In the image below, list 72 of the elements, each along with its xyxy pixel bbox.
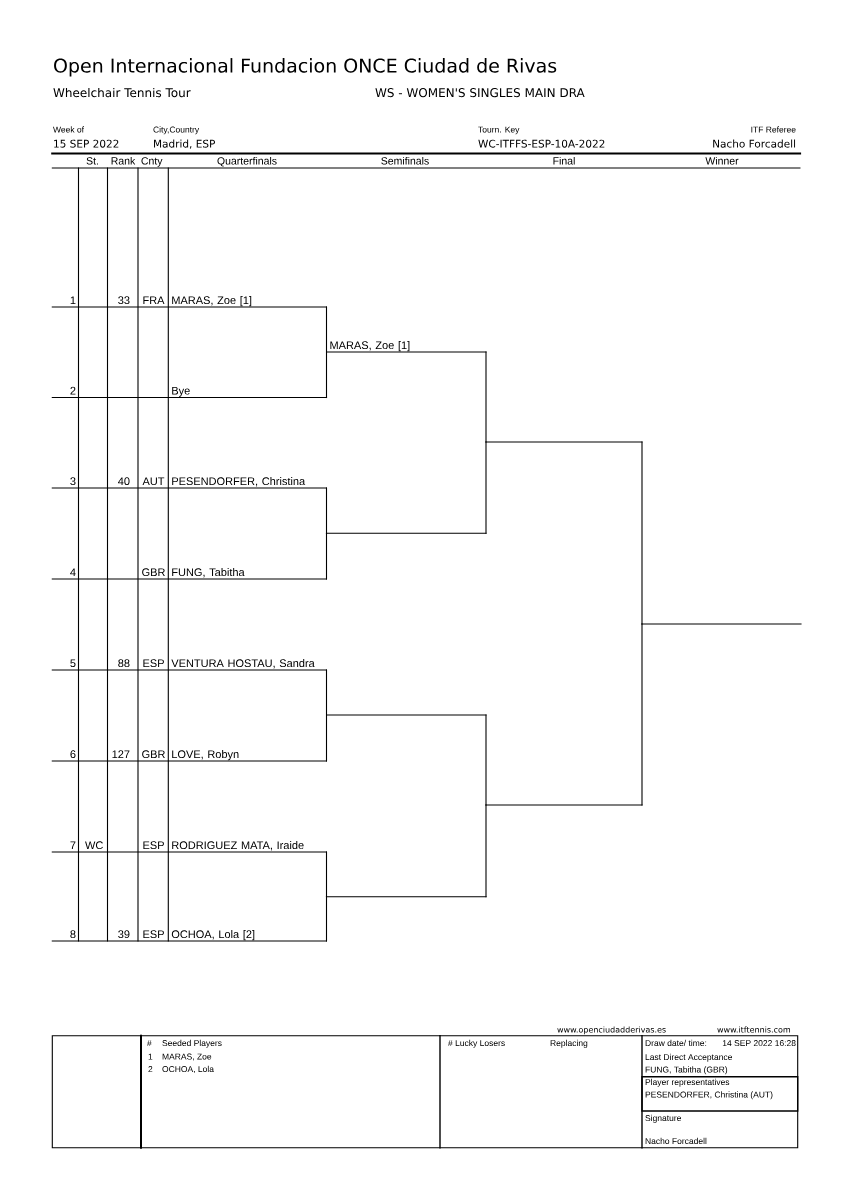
ranking: 127 — [112, 750, 130, 758]
draw-position: 8 — [70, 930, 76, 939]
table-heading: Seeded Players — [162, 1039, 222, 1048]
country-code: ESP — [143, 930, 164, 939]
field-label: Player representatives — [645, 1078, 730, 1087]
field-value: Madrid, ESP — [154, 139, 215, 149]
seed-number: 2 — [148, 1066, 153, 1072]
bracket-connector — [325, 532, 328, 580]
bracket-connector — [325, 351, 328, 399]
bracket-connector — [485, 714, 487, 806]
ranking: 88 — [118, 659, 130, 668]
field-label: Draw date/ time: — [645, 1039, 707, 1047]
field-value: 14 SEP 2022 16:28 — [722, 1040, 796, 1047]
column-header: Winner — [705, 156, 739, 165]
title: Open Internacional Fundacion ONCE Ciudad de Rivas — [54, 58, 557, 77]
country-code: ESP — [143, 659, 164, 668]
bracket-connector — [325, 851, 328, 898]
table-heading: # — [147, 1040, 152, 1046]
ranking: 39 — [118, 930, 130, 939]
table-cell: MARAS, Zoe — [162, 1053, 212, 1061]
draw-position: 2 — [70, 386, 76, 395]
web-address: www.itftennis.com — [717, 1026, 790, 1033]
field-label: City,Country — [153, 126, 200, 135]
country-code: GBR — [142, 568, 165, 577]
column-header: Rank — [111, 156, 136, 165]
field-value: WC-ITFFS-ESP-10A-2022 — [478, 139, 605, 148]
column-header: Semifinals — [381, 156, 429, 165]
draw-position: 7 — [70, 841, 76, 849]
column-header: St. — [86, 157, 98, 165]
field-label: Last Direct Acceptance — [645, 1053, 732, 1062]
bracket-connector — [485, 351, 487, 443]
country-code: ESP — [143, 841, 164, 850]
table-heading: # Lucky Losers — [448, 1039, 505, 1048]
bracket-connector — [641, 623, 643, 806]
entry-status: WC — [85, 841, 103, 850]
column-header: Final — [553, 156, 575, 165]
bracket-connector — [325, 487, 328, 534]
country-code: AUT — [142, 477, 165, 486]
field-label: Week of — [53, 126, 84, 133]
field-value: Nacho Forcadell — [713, 139, 796, 148]
bracket-connector — [641, 441, 643, 625]
bracket-connector — [325, 306, 328, 353]
bracket-connector — [485, 804, 487, 898]
field-label: ITF Referee — [751, 126, 796, 133]
seed-number: 1 — [148, 1053, 153, 1060]
field-value: 15 SEP 2022 — [54, 139, 119, 148]
country-code: FRA — [143, 296, 165, 304]
draw-position: 1 — [70, 296, 76, 304]
field-label: Tourn. Key — [478, 126, 520, 135]
column-header: Cnty — [141, 157, 163, 167]
field-label: Signature — [645, 1114, 681, 1123]
bracket-slot: MARAS, Zoe [1] — [325, 341, 487, 353]
bracket-connector — [325, 896, 328, 942]
subtitle: WS - WOMEN'S SINGLES MAIN DRA — [375, 88, 585, 98]
field-value: FUNG, Tabitha (GBR) — [645, 1066, 728, 1075]
field-value: Nacho Forcadell — [645, 1137, 707, 1145]
subtitle: Wheelchair Tennis Tour — [53, 87, 191, 98]
draw-position: 3 — [70, 477, 76, 486]
bracket-connector — [325, 669, 328, 716]
ranking: 33 — [118, 296, 130, 305]
draw-position: 6 — [70, 750, 76, 759]
table-heading: Replacing — [550, 1039, 588, 1048]
web-address: www.openciudadderivas.es — [557, 1026, 666, 1035]
draw-position: 4 — [70, 568, 76, 576]
country-code: GBR — [142, 750, 165, 759]
bracket-connector — [325, 714, 328, 762]
ranking: 40 — [118, 477, 130, 486]
column-header: Quarterfinals — [217, 156, 277, 167]
draw-position: 5 — [70, 659, 76, 668]
field-value: PESENDORFER, Christina (AUT) — [645, 1091, 773, 1100]
bracket-connector — [485, 441, 487, 534]
table-cell: OCHOA, Lola — [162, 1065, 214, 1074]
